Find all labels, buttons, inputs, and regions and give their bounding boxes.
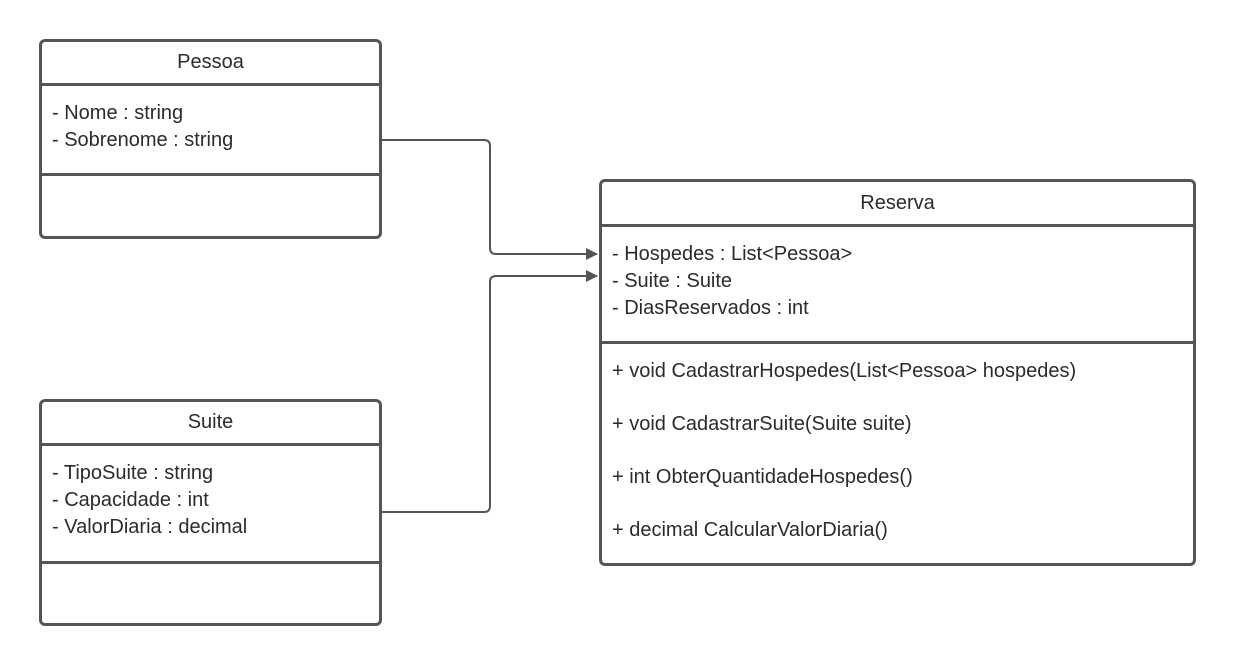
class-suite-attributes: - TipoSuite : string - Capacidade : int …	[42, 446, 379, 564]
class-reserva[interactable]: Reserva - Hospedes : List<Pessoa> - Suit…	[599, 179, 1196, 566]
method-cadastrarsuite: + void CadastrarSuite(Suite suite)	[612, 413, 912, 435]
attribute-nome: - Nome : string	[52, 102, 184, 124]
association-pessoa-to-reserva[interactable]	[381, 139, 598, 260]
class-reserva-methods: + void CadastrarHospedes(List<Pessoa> ho…	[602, 344, 1193, 570]
method-obterquantidadehospedes: + int ObterQuantidadeHospedes()	[612, 466, 913, 488]
attribute-valordiaria: - ValorDiaria : decimal	[52, 516, 248, 538]
attribute-hospedes: - Hospedes : List<Pessoa>	[612, 243, 853, 265]
class-pessoa-name: Pessoa	[42, 42, 379, 86]
attribute-capacidade: - Capacidade : int	[52, 489, 209, 511]
class-suite-name: Suite	[42, 402, 379, 446]
method-calcularvalordiaria: + decimal CalcularValorDiaria()	[612, 519, 888, 541]
attribute-suite: - Suite : Suite	[612, 270, 733, 292]
class-suite[interactable]: Suite - TipoSuite : string - Capacidade …	[39, 399, 382, 626]
attribute-tiposuite: - TipoSuite : string	[52, 462, 214, 484]
class-pessoa-methods	[42, 176, 379, 190]
class-pessoa[interactable]: Pessoa - Nome : string - Sobrenome : str…	[39, 39, 382, 239]
association-suite-to-reserva[interactable]	[381, 270, 598, 513]
class-suite-methods	[42, 564, 379, 578]
attribute-diasreservados: - DiasReservados : int	[612, 297, 809, 319]
method-cadastrarhospedes: + void CadastrarHospedes(List<Pessoa> ho…	[612, 360, 1077, 382]
class-pessoa-attributes: - Nome : string - Sobrenome : string	[42, 86, 379, 176]
attribute-sobrenome: - Sobrenome : string	[52, 129, 234, 151]
class-reserva-attributes: - Hospedes : List<Pessoa> - Suite : Suit…	[602, 227, 1193, 344]
class-reserva-name: Reserva	[602, 182, 1193, 227]
